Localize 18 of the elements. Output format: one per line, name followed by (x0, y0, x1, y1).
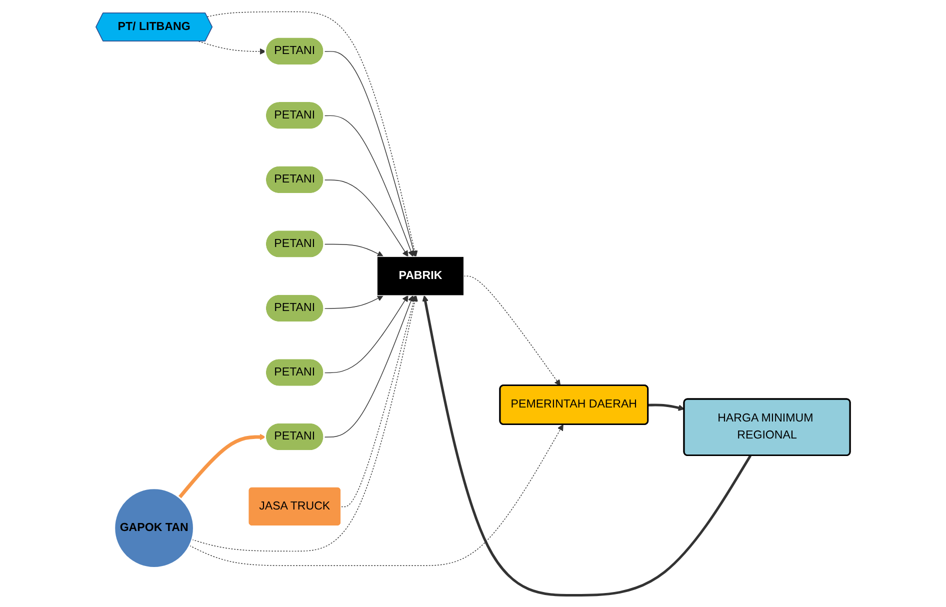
arrow (324, 244, 384, 257)
arrow (206, 11, 418, 257)
arrow (324, 115, 414, 257)
arrow (340, 295, 417, 508)
arrow (324, 295, 408, 374)
arrow (648, 404, 685, 411)
arrow (463, 276, 561, 386)
arrow (324, 295, 414, 438)
arrow (192, 295, 418, 552)
arrow (178, 434, 266, 499)
node-box: PABRIK (376, 256, 464, 296)
arrow (324, 180, 408, 257)
arrow (198, 41, 266, 55)
arrow (324, 295, 384, 309)
arrow (324, 51, 417, 257)
arrow (422, 295, 752, 596)
node-circle: GAPOK TAN (114, 488, 194, 568)
arrow (189, 424, 564, 566)
